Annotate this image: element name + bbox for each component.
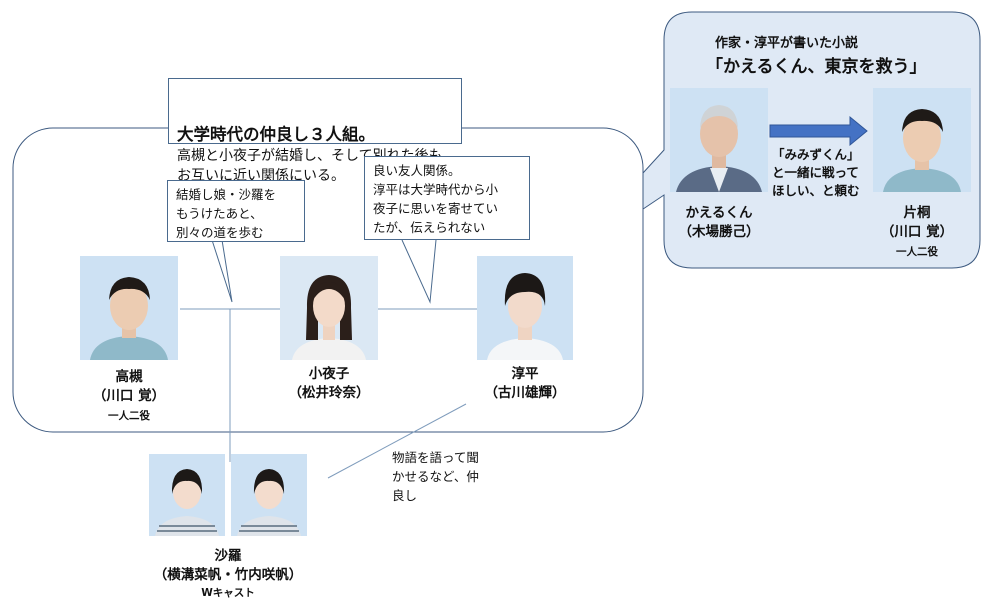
sara-photo-2 (231, 454, 307, 536)
takatsuki-actor: （川口 覚） (92, 388, 166, 404)
kaerukun-label: かえるくん （木場勝己） (664, 204, 774, 242)
friend-callout-line1: 良い友人関係。 (373, 163, 461, 178)
story-note-line2: かせるなど、仲 (392, 469, 479, 484)
kaerukun-photo (670, 88, 768, 192)
kaerukun-name: かえるくん (685, 205, 753, 221)
request-note: 「みみずくん」 と一緒に戦って ほしい、と頼む (772, 146, 860, 200)
junpei-actor: （古川雄輝） (484, 385, 566, 401)
request-note-line2: と一緒に戦って (772, 165, 859, 180)
junpei-name: 淳平 (511, 366, 539, 382)
takatsuki-name: 高槻 (115, 369, 143, 385)
sara-note: Wキャスト (201, 587, 255, 599)
takatsuki-note: 一人二役 (108, 410, 150, 422)
sayoko-name: 小夜子 (308, 366, 350, 382)
friend-callout-line4: たが、伝えられない (373, 220, 486, 235)
story-note: 物語を語って聞 かせるなど、仲 良し (392, 448, 479, 505)
marriage-callout-line1: 結婚し娘・沙羅を (176, 187, 277, 202)
trio-callout-title: 大学時代の仲良し３人組。 (177, 125, 375, 144)
story-note-line3: 良し (392, 488, 418, 503)
marriage-callout-pointer (211, 239, 233, 303)
sayoko-actor: （松井玲奈） (288, 385, 370, 401)
sara-name: 沙羅 (214, 548, 242, 564)
marriage-callout-line3: 別々の道を歩む (176, 225, 264, 240)
friend-callout: 良い友人関係。 淳平は大学時代から小 夜子に思いを寄せてい たが、伝えられない (364, 156, 530, 240)
katagiri-photo (873, 88, 971, 192)
sayoko-photo (280, 256, 378, 360)
request-note-line3: ほしい、と頼む (772, 183, 860, 198)
kaerukun-actor: （木場勝己） (678, 224, 760, 240)
request-arrow (769, 115, 868, 147)
katagiri-note: 一人二役 (896, 246, 938, 258)
takatsuki-photo (80, 256, 178, 360)
takatsuki-label: 高槻 （川口 覚） (74, 368, 184, 406)
katagiri-label: 片桐 （川口 覚） (862, 204, 972, 242)
trio-callout: 大学時代の仲良し３人組。高槻と小夜子が結婚し、そして別れた後も、 お互いに近い関… (168, 78, 462, 184)
friend-callout-line2: 淳平は大学時代から小 (373, 182, 499, 197)
story-note-line1: 物語を語って聞 (392, 450, 479, 465)
novel-title: 「かえるくん、東京を救う」 (706, 57, 927, 77)
novel-heading: 作家・淳平が書いた小説 (715, 36, 859, 51)
sara-label: 沙羅 （横溝菜帆・竹内咲帆） (128, 547, 328, 585)
friend-callout-line3: 夜子に思いを寄せてい (373, 201, 499, 216)
junpei-label: 淳平 （古川雄輝） (469, 365, 581, 403)
novel-speech-bubble (557, 11, 981, 269)
junpei-photo (477, 256, 573, 360)
friend-callout-pointer (401, 239, 437, 304)
marriage-callout-line2: もうけたあと、 (176, 206, 263, 221)
sayoko-label: 小夜子 （松井玲奈） (274, 365, 384, 403)
katagiri-actor: （川口 覚） (880, 224, 954, 240)
katagiri-name: 片桐 (903, 205, 931, 221)
sara-actor: （横溝菜帆・竹内咲帆） (153, 567, 303, 583)
sara-photo-1 (149, 454, 225, 536)
request-note-line1: 「みみずくん」 (772, 147, 860, 162)
marriage-callout: 結婚し娘・沙羅を もうけたあと、 別々の道を歩む (167, 180, 305, 242)
story-note-line (327, 403, 467, 479)
